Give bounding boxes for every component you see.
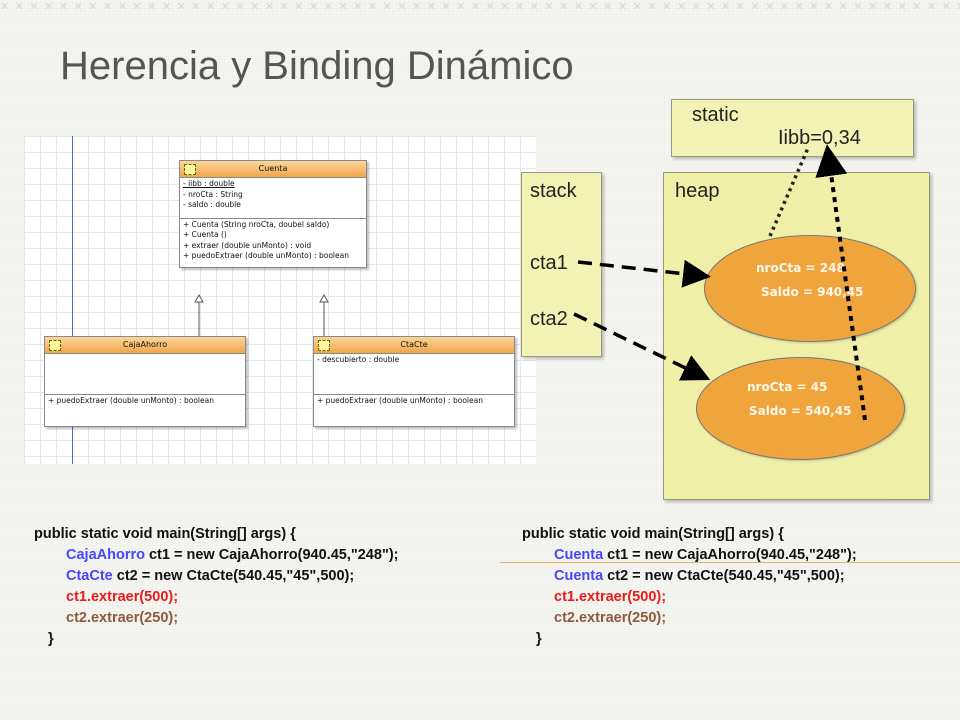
code-block-right: public static void main(String[] args) {… — [522, 524, 857, 650]
uml-attribute: - nroCta : String — [183, 189, 243, 199]
heap-object-cajaahorro — [704, 235, 916, 342]
stack-var-cta1: cta1 — [530, 252, 568, 274]
inheritance-arrowhead — [319, 293, 329, 303]
uml-method: + puedoExtraer (double unMonto) : boolea… — [183, 251, 349, 260]
code-line: public static void main(String[] args) { — [522, 526, 784, 542]
uml-method: + puedoExtraer (double unMonto) : boolea… — [317, 396, 483, 405]
code-block-left: public static void main(String[] args) {… — [34, 524, 398, 650]
uml-attribute: - saldo : double — [183, 200, 241, 209]
uml-attributes: - iibb : double - nroCta : String - sald… — [180, 178, 366, 219]
decorative-x-pattern: ✕ ✕ ✕ ✕ ✕ ✕ ✕ ✕ ✕ ✕ ✕ ✕ ✕ ✕ ✕ ✕ ✕ ✕ ✕ ✕ … — [0, 0, 960, 13]
uml-diagram-canvas: Cuenta - iibb : double - nroCta : String… — [24, 136, 536, 464]
uml-class-ctacte: CtaCte - descubierto : double + puedoExt… — [313, 336, 515, 427]
class-icon — [184, 164, 196, 175]
code-line: public static void main(String[] args) { — [34, 526, 296, 542]
uml-methods: + Cuenta (String nroCta, doubel saldo) +… — [180, 219, 366, 267]
dotted-arrow-object2-to-static — [815, 144, 867, 421]
inheritance-arrowhead — [194, 293, 204, 303]
arrow-cta1-to-object — [577, 259, 711, 288]
uml-class-cuenta: Cuenta - iibb : double - nroCta : String… — [179, 160, 367, 268]
code-line: Cuenta ct2 = new CtaCte(540.45,"45",500)… — [554, 568, 845, 584]
code-line: } — [536, 631, 542, 647]
slide-title: Herencia y Binding Dinámico — [60, 44, 574, 88]
object-saldo: Saldo = 540,45 — [749, 404, 852, 418]
uml-guide-line — [72, 136, 73, 464]
uml-inheritance-arrows — [194, 293, 329, 336]
uml-attribute: - iibb : double — [183, 179, 235, 188]
code-line: CtaCte ct2 = new CtaCte(540.45,"45",500)… — [66, 568, 355, 584]
stack-label: stack — [530, 180, 577, 202]
uml-method: + Cuenta (String nroCta, doubel saldo) — [183, 219, 330, 229]
divider-line — [500, 562, 960, 563]
uml-method: + puedoExtraer (double unMonto) : boolea… — [48, 396, 214, 405]
heap-label: heap — [675, 180, 720, 202]
object-nrocta: nroCta = 248 — [756, 261, 845, 275]
uml-attributes — [45, 354, 245, 395]
code-line: } — [48, 631, 54, 647]
object-saldo: Saldo = 940,45 — [761, 285, 864, 299]
code-line: Cuenta ct1 = new CajaAhorro(940.45,"248"… — [554, 547, 857, 563]
stack-var-cta2: cta2 — [530, 308, 568, 330]
static-box — [671, 99, 914, 157]
heap-object-ctacte — [696, 357, 905, 460]
uml-methods: + puedoExtraer (double unMonto) : boolea… — [45, 395, 245, 426]
uml-class-cajaahorro: CajaAhorro + puedoExtraer (double unMont… — [44, 336, 246, 427]
static-label: static — [692, 104, 739, 126]
code-line: CajaAhorro ct1 = new CajaAhorro(940.45,"… — [66, 547, 399, 563]
code-line: ct2.extraer(250); — [66, 610, 179, 626]
code-line: ct1.extraer(500); — [66, 589, 179, 605]
uml-attribute: - descubierto : double — [317, 355, 400, 364]
static-value: Iibb=0,34 — [778, 127, 861, 149]
uml-method: + Cuenta () — [183, 230, 227, 239]
uml-attributes: - descubierto : double — [314, 354, 514, 395]
uml-class-name: Cuenta — [258, 164, 288, 173]
code-line: ct1.extraer(500); — [554, 589, 667, 605]
dotted-link-object1-to-static — [768, 147, 810, 237]
arrow-cta2-to-object — [573, 312, 711, 381]
uml-class-name: CtaCte — [400, 340, 428, 349]
code-line: ct2.extraer(250); — [554, 610, 667, 626]
object-nrocta: nroCta = 45 — [747, 380, 828, 394]
uml-methods: + puedoExtraer (double unMonto) : boolea… — [314, 395, 514, 426]
uml-method: + extraer (double unMonto) : void — [183, 240, 312, 250]
class-icon — [49, 340, 61, 351]
class-icon — [318, 340, 330, 351]
uml-class-name: CajaAhorro — [122, 340, 168, 349]
